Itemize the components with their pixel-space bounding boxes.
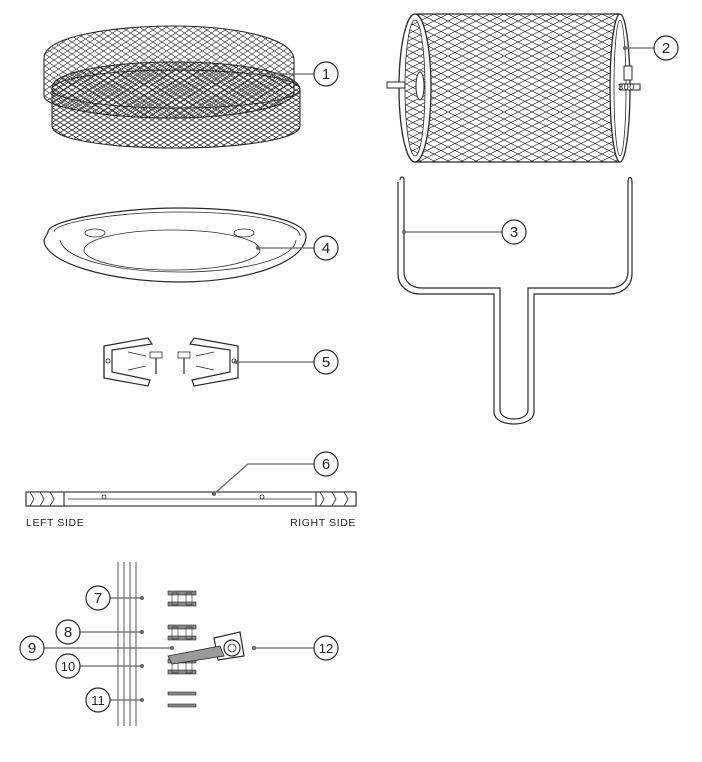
callout-2: 2 <box>653 35 679 61</box>
callout-11: 11 <box>85 687 111 713</box>
callout-6: 6 <box>313 451 339 477</box>
clip-7 <box>167 590 197 607</box>
callout-10-label: 10 <box>61 659 75 674</box>
callout-12-label: 12 <box>319 641 333 656</box>
rotisserie-spit <box>25 491 357 507</box>
callout-9: 9 <box>19 635 45 661</box>
callout-7: 7 <box>85 585 111 611</box>
callout-5: 5 <box>313 349 339 375</box>
callout-3: 3 <box>501 219 527 245</box>
svg-text:300: 300 <box>618 82 635 92</box>
callout-8-label: 8 <box>64 624 72 641</box>
callout-5-label: 5 <box>322 354 330 371</box>
mesh-basket-pair <box>43 25 301 149</box>
clip-11 <box>167 691 197 708</box>
callout-7-label: 7 <box>94 590 102 607</box>
callout-9-label: 9 <box>28 640 36 657</box>
callout-8: 8 <box>55 619 81 645</box>
callout-6-label: 6 <box>322 456 330 473</box>
callout-4-label: 4 <box>322 240 330 257</box>
clip-8 <box>167 624 197 641</box>
rotisserie-forks <box>103 337 239 387</box>
callout-11-label: 11 <box>91 693 105 708</box>
skewer-rods <box>117 562 137 726</box>
leader-lines <box>44 46 654 702</box>
wire-lifting-rack <box>397 176 633 425</box>
callout-1: 1 <box>313 61 339 87</box>
callout-2-label: 2 <box>662 40 670 57</box>
spit-left-side-label: LEFT SIDE <box>26 517 84 529</box>
screw-right <box>177 351 191 374</box>
callout-3-label: 3 <box>510 224 518 241</box>
callout-4: 4 <box>313 235 339 261</box>
rotisserie-drum: 300 <box>386 13 641 163</box>
callout-10: 10 <box>55 653 81 679</box>
callout-12: 12 <box>313 635 339 661</box>
callout-1-label: 1 <box>322 66 330 83</box>
rotisserie-handle-tool <box>167 631 245 665</box>
screw-left <box>149 351 163 374</box>
spit-right-side-label: RIGHT SIDE <box>290 517 356 529</box>
drip-tray <box>43 207 307 283</box>
